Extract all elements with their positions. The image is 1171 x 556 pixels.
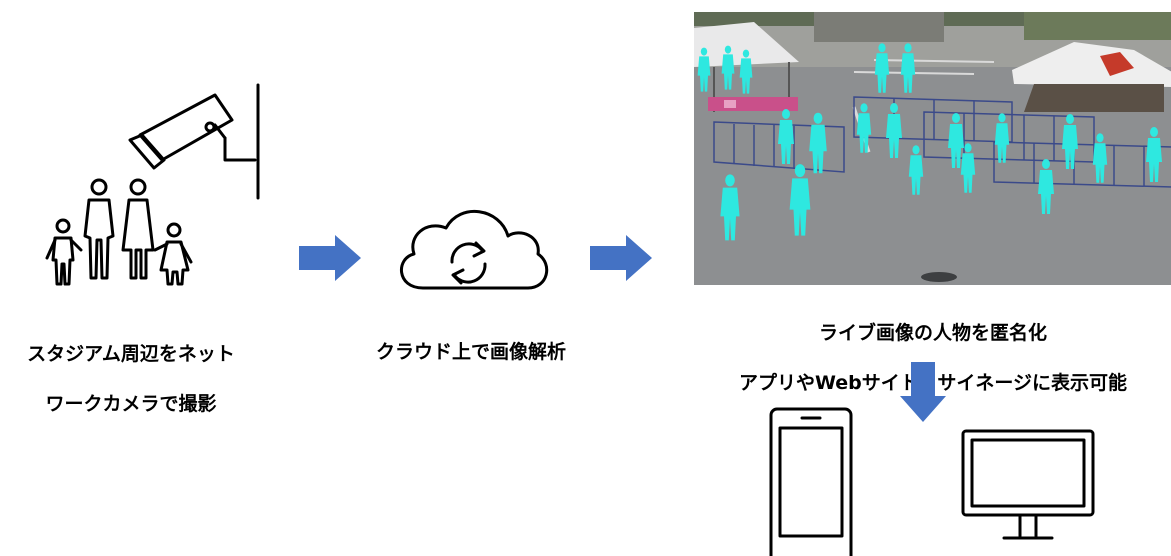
step1-caption: スタジアム周辺をネット ワークカメラで撮影	[0, 317, 262, 442]
smartphone-icon	[769, 407, 853, 556]
step1-caption-line1: スタジアム周辺をネット	[27, 343, 235, 365]
step2-caption: クラウド上で画像解析	[375, 341, 566, 363]
cloud-sync-icon	[399, 210, 549, 290]
step1-caption-line2: ワークカメラで撮影	[45, 393, 217, 415]
monitor-icon	[961, 429, 1095, 540]
down-arrow-icon	[900, 362, 946, 422]
right-arrow-icon	[299, 235, 361, 281]
surveillance-camera-icon	[128, 83, 260, 200]
step3-caption-line1: ライブ画像の人物を匿名化	[818, 322, 1047, 344]
anonymized-live-image	[694, 12, 1171, 285]
right-arrow-icon	[590, 235, 652, 281]
family-icon	[45, 178, 193, 286]
